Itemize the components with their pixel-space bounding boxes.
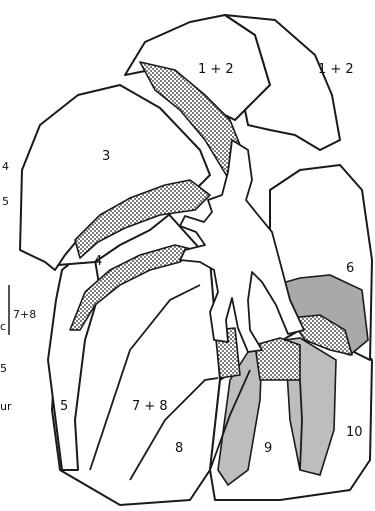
label-seg-6: 6	[346, 261, 354, 276]
margin-label-ur: ur	[0, 400, 12, 413]
label-seg-1-2-b: 1 + 2	[318, 62, 354, 77]
label-seg-10: 10	[346, 425, 363, 440]
label-seg-8: 8	[175, 441, 183, 456]
margin-label-5b: 5	[0, 362, 7, 375]
margin-label-4: 4	[2, 160, 9, 173]
label-seg-9: 9	[264, 441, 272, 456]
margin-label-5a: 5	[2, 195, 9, 208]
label-seg-3: 3	[102, 149, 110, 164]
stipple-region-9	[255, 338, 300, 380]
label-seg-4: 4	[94, 254, 102, 269]
label-seg-5: 5	[60, 399, 68, 414]
margin-label-7-8: 7+8	[13, 308, 36, 321]
margin-label-c: c	[0, 320, 6, 333]
label-seg-7-8: 7 + 8	[132, 399, 168, 414]
label-seg-1-2-a: 1 + 2	[198, 62, 234, 77]
